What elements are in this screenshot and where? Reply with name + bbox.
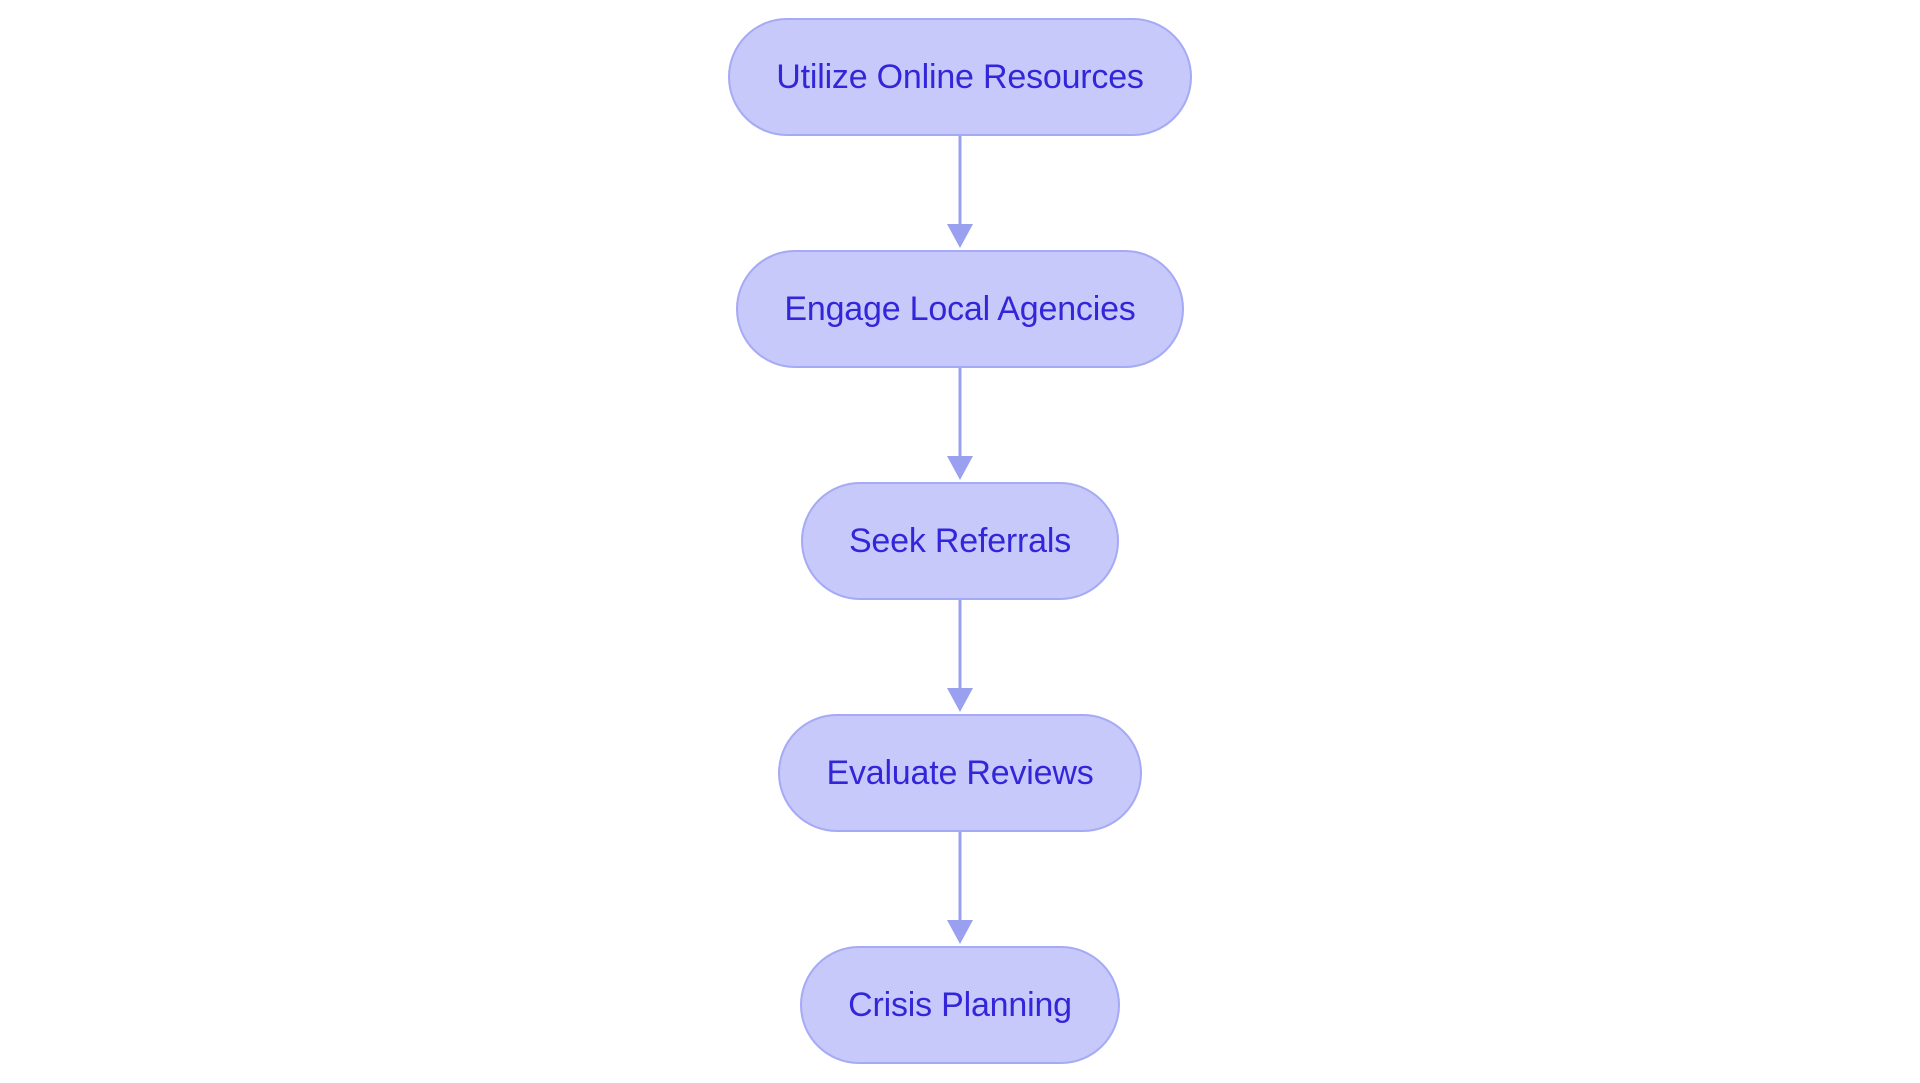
flow-node-evaluate-reviews[interactable]: Evaluate Reviews xyxy=(778,714,1142,832)
flow-node-label: Evaluate Reviews xyxy=(826,754,1094,792)
flow-node-label: Crisis Planning xyxy=(848,986,1072,1024)
flow-node-seek-referrals[interactable]: Seek Referrals xyxy=(800,482,1120,600)
flow-arrow-3 xyxy=(947,600,973,712)
flow-node-label: Utilize Online Resources xyxy=(776,58,1144,96)
flow-node-label: Seek Referrals xyxy=(848,522,1072,560)
flow-arrow-4 xyxy=(947,832,973,944)
flow-node-label: Engage Local Agencies xyxy=(784,290,1136,328)
flow-node-engage-local-agencies[interactable]: Engage Local Agencies xyxy=(736,250,1184,368)
top-spacer xyxy=(960,0,961,18)
flow-arrow-2 xyxy=(947,368,973,480)
flow-arrow-1 xyxy=(947,136,973,248)
flow-node-utilize-online-resources[interactable]: Utilize Online Resources xyxy=(728,18,1192,136)
flow-node-crisis-planning[interactable]: Crisis Planning xyxy=(800,946,1120,1064)
